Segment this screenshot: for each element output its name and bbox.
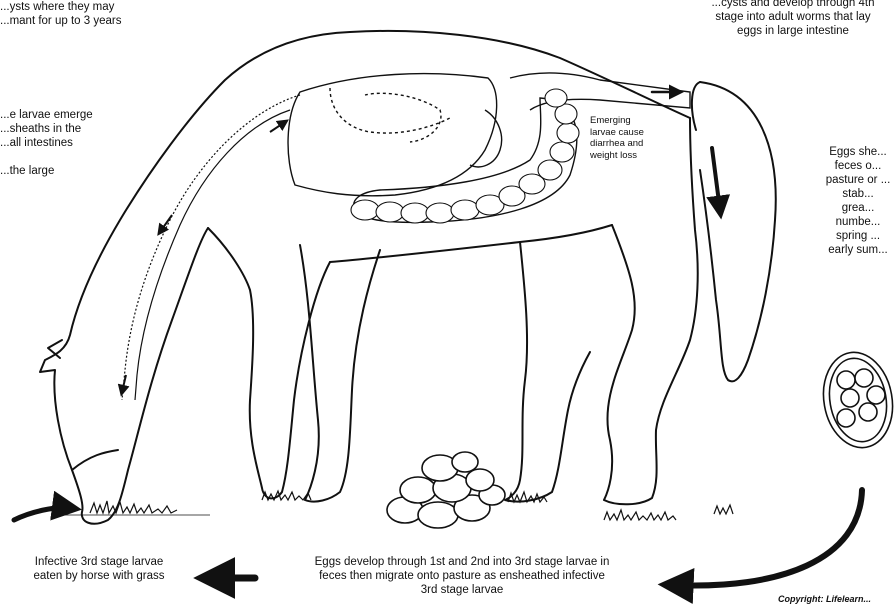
colon-coils [351, 89, 579, 223]
feces-pile [387, 452, 505, 528]
label-eggs-shed: Eggs she... feces o... pasture or ... st… [798, 145, 896, 257]
label-emerging-larvae: Emerging larvae cause diarrhea and weigh… [590, 115, 644, 161]
horse-outline [40, 31, 776, 524]
label-top-left: ...ysts where they may ...mant for up to… [0, 0, 121, 28]
label-top-right: ...cysts and develop through 4th stage i… [690, 0, 896, 38]
label-infective-larvae-eaten: Infective 3rd stage larvae eaten by hors… [8, 555, 190, 583]
label-left-middle: ...e larvae emerge ...sheaths in the ...… [0, 108, 93, 178]
migration-path [122, 95, 300, 400]
copyright-text: Copyright: Lifelearn... [778, 594, 871, 604]
label-eggs-develop: Eggs develop through 1st and 2nd into 3r… [252, 555, 672, 597]
egg-illustration [816, 347, 896, 453]
